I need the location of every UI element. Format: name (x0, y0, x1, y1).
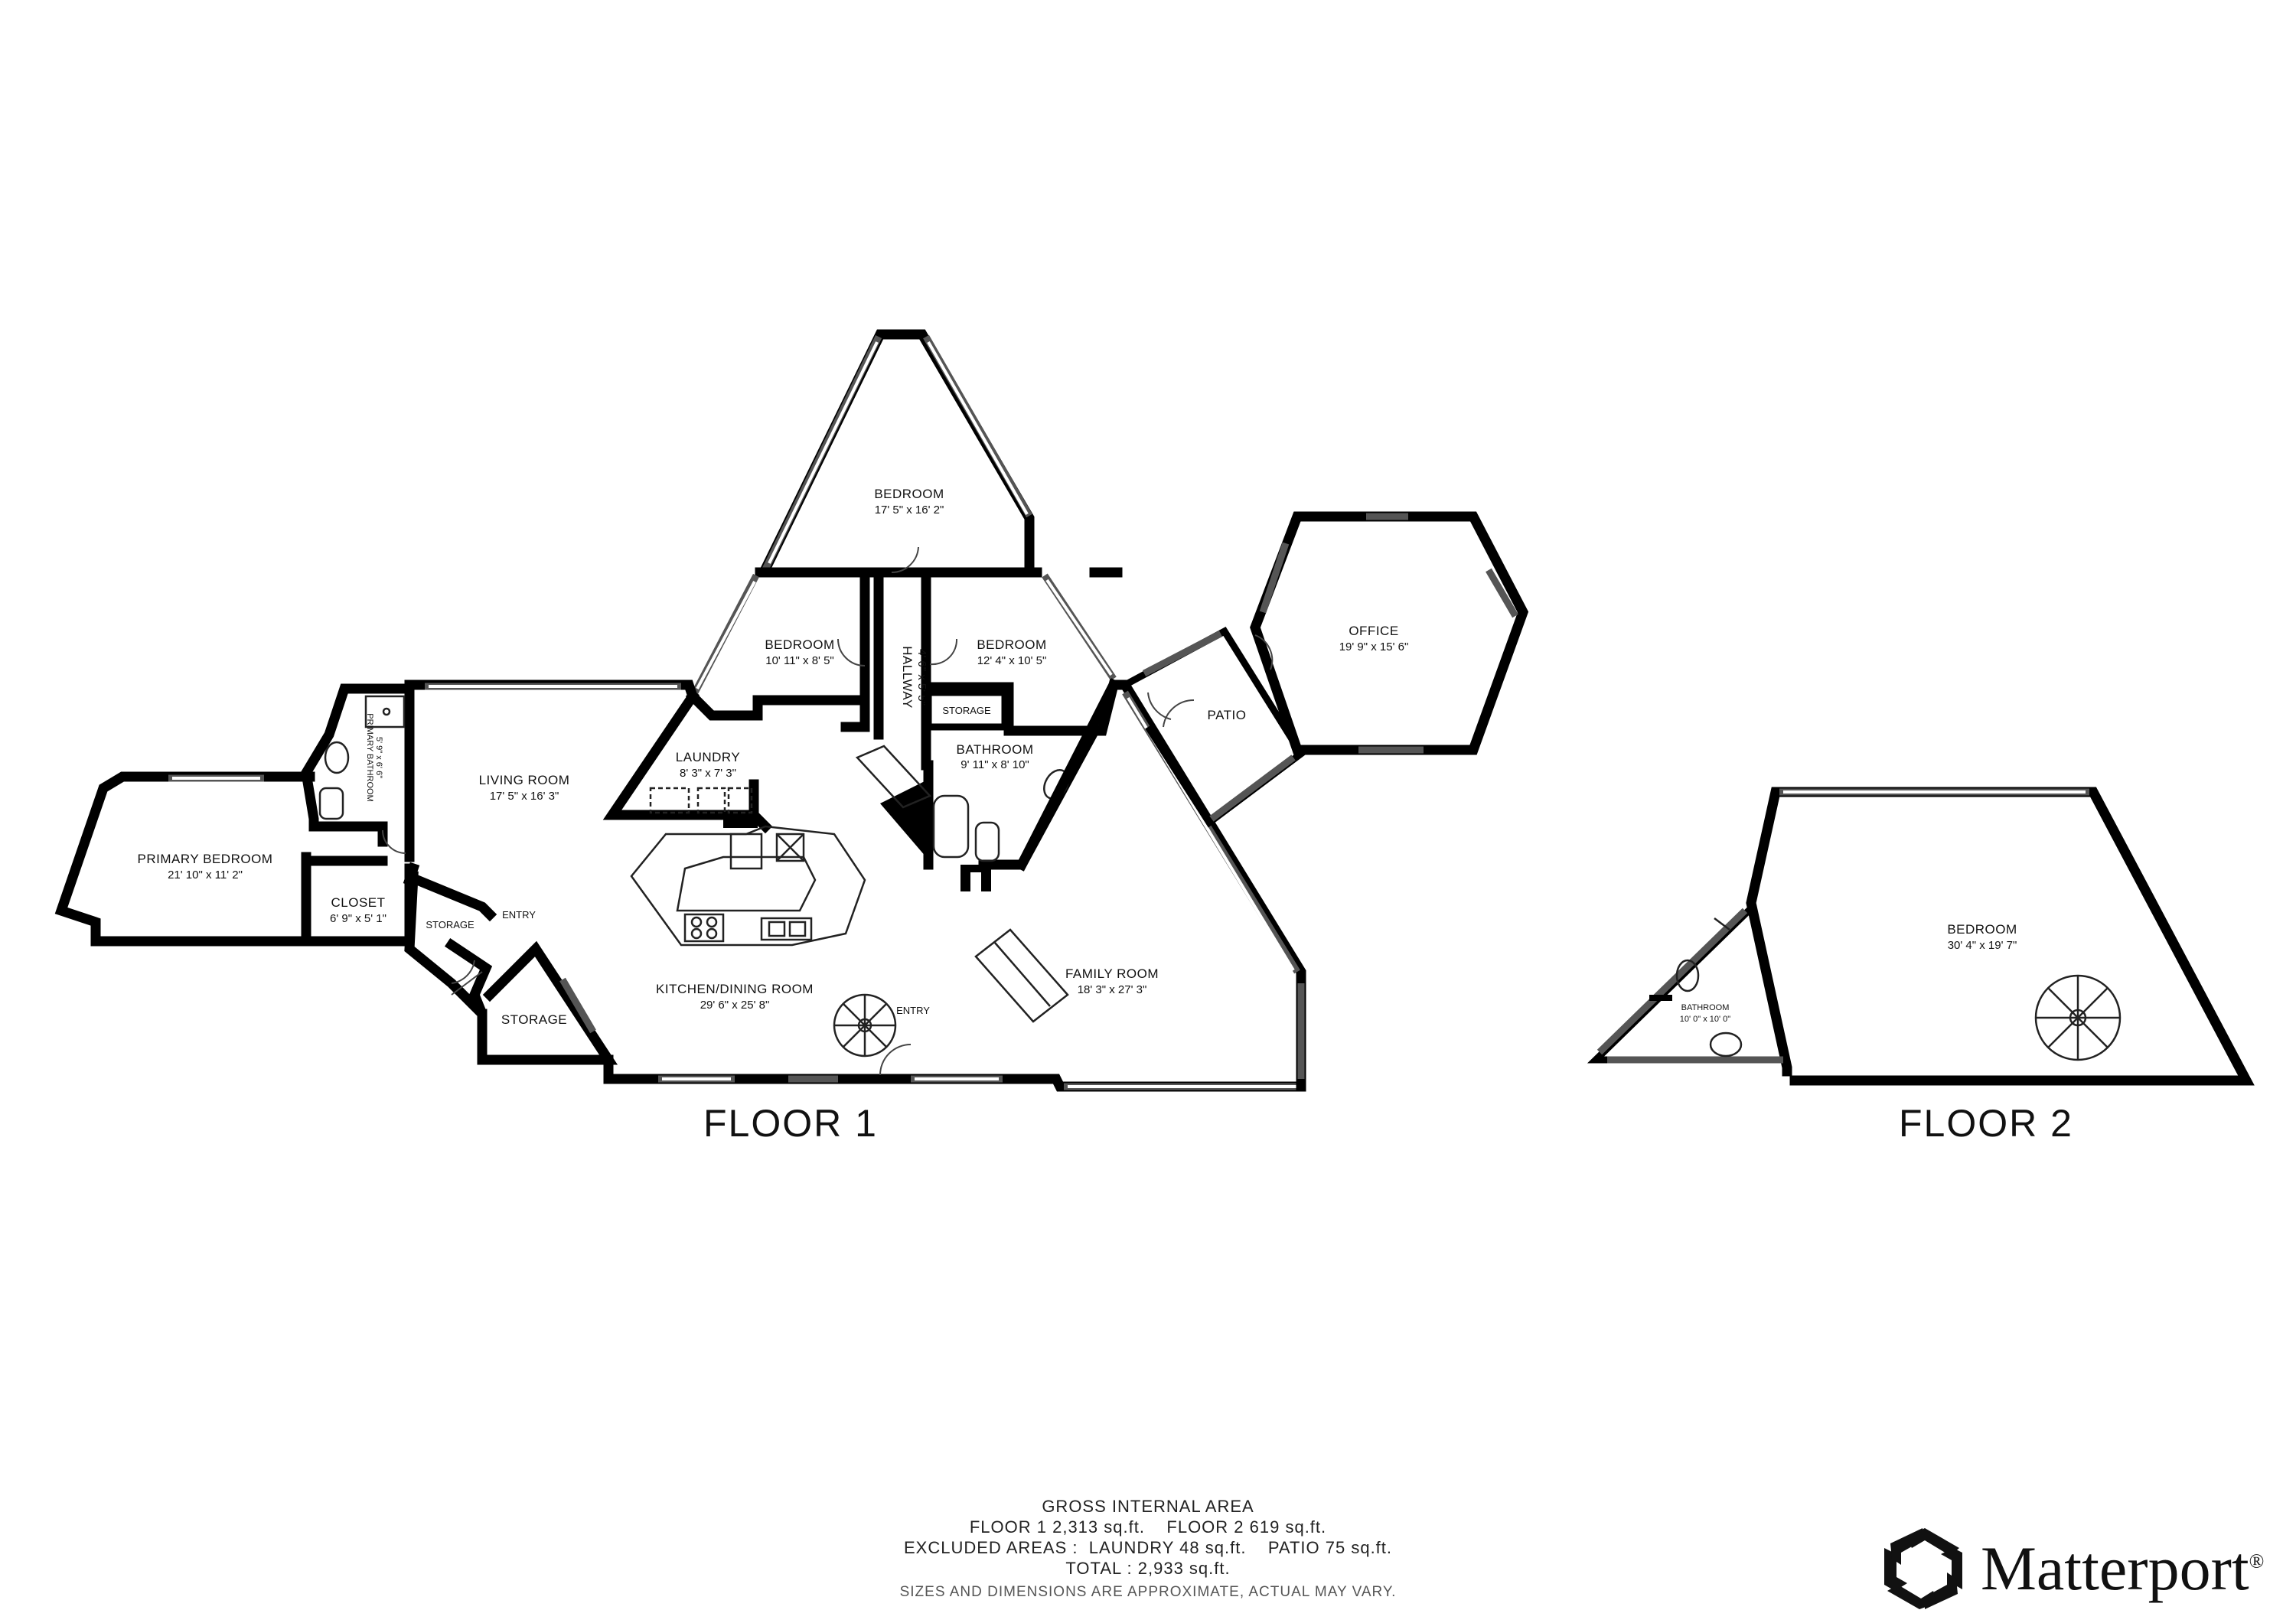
bathroom-f2-name: BATHROOM (1681, 1003, 1730, 1012)
bedroom-top-walls (755, 329, 1042, 578)
family-room-name: FAMILY ROOM (1065, 966, 1159, 981)
office-dim: 19' 9" x 15' 6" (1339, 640, 1409, 653)
entry-left-name: ENTRY (502, 909, 536, 921)
entry-storage-walls (404, 871, 497, 1018)
office-name: OFFICE (1349, 624, 1398, 638)
bathroom-f2-dim: 10' 0" x 10' 0" (1680, 1015, 1731, 1024)
primary-bedroom-walls (54, 771, 415, 947)
door-swings (382, 546, 1274, 1076)
bedroom-right-name: BEDROOM (977, 637, 1046, 652)
storage-hall-box (925, 689, 1009, 731)
summary-heading: GROSS INTERNAL AREA (1042, 1497, 1254, 1516)
bedroom-left-name: BEDROOM (765, 637, 834, 652)
kitchen-dim: 29' 6" x 25' 8" (700, 999, 770, 1012)
bedroom-left-dim: 10' 11" x 8' 5" (765, 654, 834, 667)
brand-name-text: Matterport (1981, 1533, 2249, 1603)
summary-line-1: FLOOR 1 2,313 sq.ft. FLOOR 2 619 sq.ft. (969, 1517, 1327, 1537)
primary-bathroom-dim: 5' 9" x 6' 6" (374, 737, 383, 778)
bedroom-top-dim: 17' 5" x 16' 2" (875, 504, 944, 517)
summary-line-3: TOTAL : 2,933 sq.ft. (1065, 1559, 1231, 1578)
matterport-cube-icon (1884, 1528, 1962, 1609)
family-room-dim: 18' 3" x 27' 3" (1078, 983, 1147, 996)
hallway-walls (840, 567, 1123, 771)
bedroom-right-dim: 12' 4" x 10' 5" (977, 654, 1047, 667)
primary-bedroom-dim: 21' 10" x 11' 2" (168, 869, 243, 882)
brand-trademark: ® (2249, 1550, 2265, 1572)
floor-1-plan: BEDROOM 17' 5" x 16' 2" BEDROOM 10' 11" … (54, 329, 1529, 1145)
bedroom-f2-dim: 30' 4" x 19' 7" (1948, 939, 2017, 952)
patio-walls (1123, 627, 1306, 828)
primary-bathroom-walls (301, 683, 415, 847)
bedroom-f2-name: BEDROOM (1947, 922, 2017, 937)
spiral-stair-floor-1 (833, 993, 897, 1058)
laundry-dim: 8' 3" x 7' 3" (680, 767, 736, 780)
entry-bottom-name: ENTRY (896, 1005, 930, 1016)
bathroom-main-dim: 9' 11" x 8' 10" (960, 758, 1029, 771)
laundry-name: LAUNDRY (676, 750, 740, 764)
area-summary: GROSS INTERNAL AREA FLOOR 1 2,313 sq.ft.… (765, 1496, 1531, 1602)
matterport-logo: Matterport® (1883, 1523, 2264, 1615)
office-walls (1250, 511, 1529, 755)
primary-bathroom-name: PRIMARY BATHROOM (365, 713, 374, 802)
storage-bottom-walls (477, 940, 618, 1065)
kitchen-name: KITCHEN/DINING ROOM (656, 982, 814, 996)
storage-entry-name: STORAGE (426, 919, 475, 930)
family-room-furniture (855, 745, 1069, 1023)
brand-name: Matterport® (1981, 1533, 2264, 1605)
living-room-name: LIVING ROOM (479, 773, 570, 787)
laundry-walls (602, 689, 773, 834)
kitchen-island (630, 825, 866, 947)
bedroom-top-name: BEDROOM (874, 487, 944, 501)
primary-bedroom-name: PRIMARY BEDROOM (138, 852, 273, 866)
summary-disclaimer: SIZES AND DIMENSIONS ARE APPROXIMATE, AC… (899, 1584, 1397, 1600)
ground-walls (603, 1054, 1306, 1092)
closet-dim: 6' 9" x 5' 1" (330, 912, 386, 925)
bedroom-left-walls (685, 573, 870, 721)
patio-name: PATIO (1208, 708, 1247, 722)
summary-line-2: EXCLUDED AREAS : LAUNDRY 48 sq.ft. PATIO… (903, 1538, 1393, 1557)
floor-1-label: FLOOR 1 (703, 1102, 878, 1145)
floor-2-label: FLOOR 2 (1899, 1102, 2073, 1145)
floor-2-plan: BEDROOM 30' 4" x 19' 7" BATHROOM 10' 0" … (1587, 787, 2255, 1145)
storage-hall-name: STORAGE (942, 705, 991, 716)
living-room-dim: 17' 5" x 16' 3" (490, 790, 559, 803)
bathroom-main-name: BATHROOM (957, 742, 1034, 757)
storage-bottom-name: STORAGE (501, 1012, 567, 1027)
closet-name: CLOSET (331, 895, 385, 910)
hallway-name: HALLWAY (900, 646, 915, 709)
spiral-stair-floor-2 (2034, 974, 2122, 1061)
